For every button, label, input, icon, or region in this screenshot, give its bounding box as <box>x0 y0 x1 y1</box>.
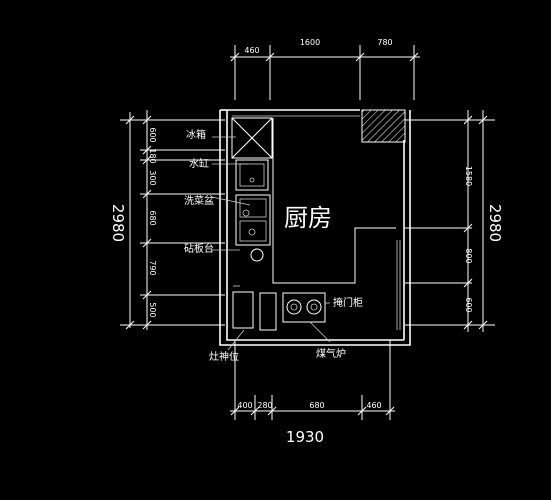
label-swing-cabinet: 掩门柜 <box>333 296 363 309</box>
dim-bottom-3: 680 <box>309 401 324 410</box>
stove-position <box>232 285 277 331</box>
cutting-board <box>250 248 264 262</box>
dim-top-1: 460 <box>244 46 259 55</box>
label-gas-stove: 煤气炉 <box>316 347 346 360</box>
counter-outline <box>272 118 396 284</box>
dim-right-3: 600 <box>464 297 473 312</box>
dim-left-1: 600 <box>148 127 157 142</box>
room-label: 厨房 <box>284 204 332 232</box>
dim-right-1: 1580 <box>464 166 473 186</box>
label-water-tank: 水缸 <box>189 157 209 170</box>
leader-lines <box>211 136 331 351</box>
bottom-dimension-chain: 400 280 680 460 1930 <box>230 340 395 446</box>
dim-left-2: 180 <box>148 148 157 163</box>
fridge <box>231 117 273 159</box>
dim-bottom-2: 280 <box>257 401 272 410</box>
dim-bottom-total: 1930 <box>286 428 324 446</box>
sink <box>235 194 271 246</box>
dim-right-2: 800 <box>464 248 473 263</box>
label-sink: 洗菜盆 <box>184 194 214 207</box>
dim-left-3: 300 <box>148 170 157 185</box>
dim-left-5: 790 <box>148 260 157 275</box>
right-dimension-chain: 1580 800 600 2980 <box>405 110 504 332</box>
dim-right-total: 2980 <box>486 204 504 242</box>
dim-bottom-1: 400 <box>237 401 252 410</box>
dim-left-total: 2980 <box>109 204 127 242</box>
walls <box>219 109 411 346</box>
dim-top-3: 780 <box>377 38 392 47</box>
dim-left-4: 680 <box>148 210 157 225</box>
label-fridge: 冰箱 <box>186 128 206 141</box>
label-stove-position: 灶神位 <box>209 350 239 363</box>
left-dimension-chain: 600 180 300 680 790 500 2980 <box>109 110 225 330</box>
window <box>396 240 401 330</box>
dim-top-2: 1600 <box>300 38 320 47</box>
label-cutting-board: 砧板台 <box>184 242 214 255</box>
dim-left-6: 500 <box>148 302 157 317</box>
structural-column <box>361 109 406 143</box>
top-dimension-chain: 460 1600 780 <box>230 38 420 100</box>
gas-stove <box>282 292 326 323</box>
dim-bottom-4: 460 <box>366 401 381 410</box>
water-tank <box>235 159 269 191</box>
